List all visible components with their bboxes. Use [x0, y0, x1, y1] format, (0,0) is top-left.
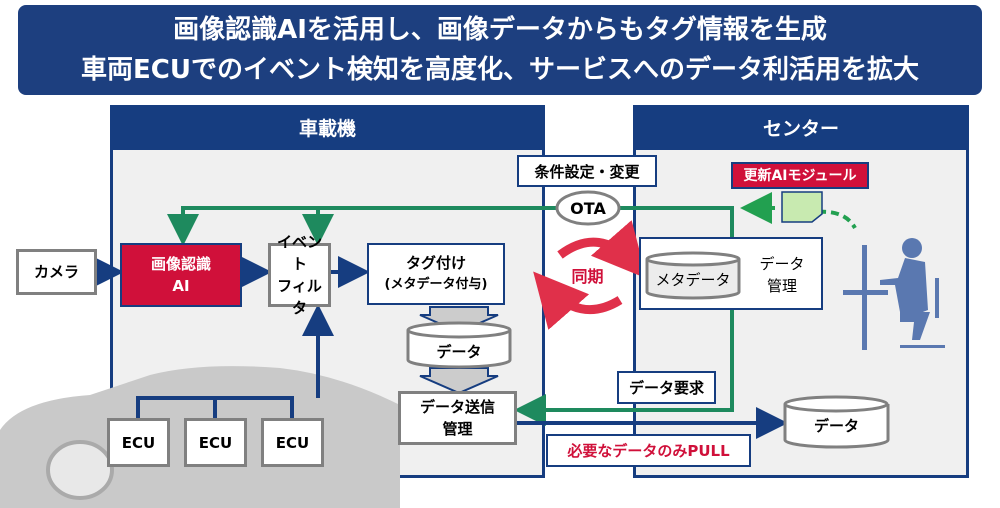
- tag-label-2: (メタデータ付与): [384, 277, 488, 292]
- event-filter-box: イベントフィルタ: [268, 233, 331, 317]
- tag-label-1: タグ付け: [405, 254, 466, 272]
- data-send-management-box: データ送信管理: [398, 391, 517, 445]
- person-at-desk-icon: [843, 238, 945, 350]
- vehicle-data-store: データ: [436, 342, 482, 361]
- ecu-box: ECU: [107, 418, 170, 467]
- filter-label-1: イベント: [276, 233, 322, 273]
- document-icon: [781, 191, 823, 223]
- vehicle-panel-title: 車載機: [113, 108, 542, 150]
- metadata-label: メタデータ: [655, 270, 731, 289]
- ota-label: OTA: [570, 198, 606, 218]
- ai-label-2: AI: [172, 277, 190, 295]
- image-recognition-ai-box: 画像認識 AI: [120, 243, 242, 307]
- update-ai-module-label: 更新AIモジュール: [731, 162, 869, 189]
- title-line-1: 画像認識AIを活用し、画像データからもタグ情報を生成: [173, 15, 827, 45]
- center-data-store: データ: [813, 416, 859, 435]
- pull-only-needed-label: 必要なデータのみPULL: [546, 434, 751, 467]
- send-label-2: 管理: [442, 420, 473, 438]
- send-label-1: データ送信: [419, 398, 495, 416]
- camera-box: カメラ: [16, 249, 97, 295]
- filter-label-2: フィルタ: [277, 277, 322, 317]
- center-panel-title: センター: [636, 108, 966, 150]
- ecu-box: ECU: [261, 418, 324, 467]
- ai-label-1: 画像認識: [150, 255, 211, 273]
- title-banner: 画像認識AIを活用し、画像データからもタグ情報を生成 車両ECUでのイベント検知…: [18, 5, 982, 95]
- ecu-box: ECU: [184, 418, 247, 467]
- data-request-label: データ要求: [617, 371, 716, 404]
- condition-setting-label: 条件設定・変更: [517, 155, 657, 187]
- title-line-2: 車両ECUでのイベント検知を高度化、サービスへのデータ利活用を拡大: [81, 55, 919, 85]
- data-management-label: データ管理: [752, 252, 812, 298]
- mgmt-label-2: 管理: [766, 277, 797, 295]
- mgmt-label-1: データ: [759, 255, 805, 273]
- tagging-box: タグ付け (メタデータ付与): [367, 243, 505, 305]
- sync-label: 同期: [571, 267, 604, 286]
